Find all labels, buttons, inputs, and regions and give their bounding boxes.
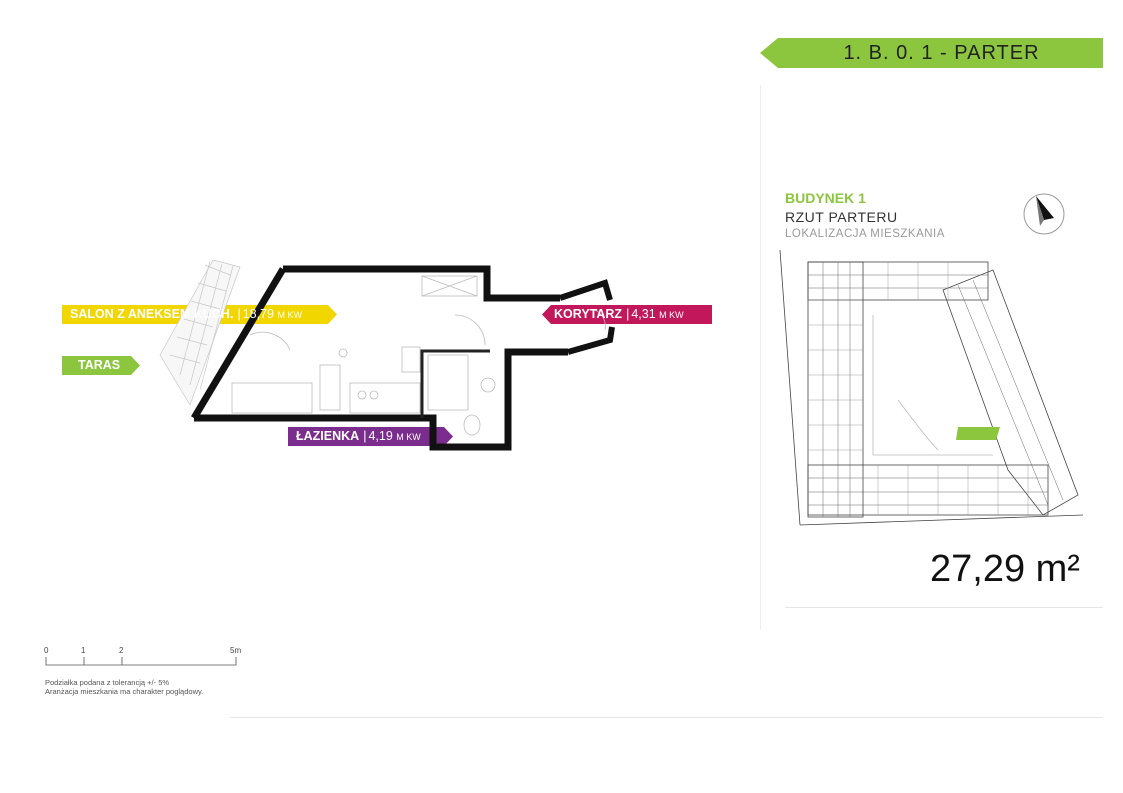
building-caption: LOKALIZACJA MIESZKANIA: [785, 228, 945, 240]
scale-ruler: [45, 657, 237, 666]
room-name: ŁAZIENKA: [296, 429, 360, 443]
tolerance-line: Podziałka podana z tolerancją +/- 5%: [45, 678, 170, 687]
unit-id-title: 1. B. 0. 1 - PARTER: [843, 42, 1040, 64]
total-area: 27,29 m²: [930, 548, 1080, 590]
tolerance-note: Podziałka podana z tolerancją +/- 5% Ara…: [45, 678, 203, 696]
banner-arrow-shape: [760, 38, 1103, 68]
apartment-floor-plan: [159, 259, 615, 451]
area-underline: [785, 607, 1103, 608]
room-tag-korytarz: KORYTARZ|4,31 M KW: [542, 305, 712, 324]
furniture: [231, 275, 606, 436]
building-subtitle: RZUT PARTERU: [785, 209, 898, 225]
scale-bar: 0 1 2 5m: [40, 645, 242, 667]
arrangement-line: Aranżacja mieszkania ma charakter pogląd…: [45, 687, 204, 696]
scale-tick-label: 2: [119, 646, 124, 655]
footer-rule: [230, 717, 1103, 718]
apartment-location-highlight: [956, 427, 1000, 440]
room-tag-taras: TARAS: [62, 356, 140, 375]
room-unit: M KW: [277, 310, 302, 320]
scale-tick-label: 5m: [230, 646, 242, 655]
corridor-wall-bottom: [567, 326, 615, 355]
building-title: BUDYNEK 1: [785, 190, 866, 206]
scale-tick-label: 1: [81, 646, 86, 655]
north-arrow-icon: [1023, 193, 1065, 235]
room-name: TARAS: [78, 358, 121, 372]
exterior-wall-lower: [190, 267, 287, 420]
building-site-plan: [779, 250, 1084, 526]
exterior-wall-bottom: [194, 348, 568, 451]
scale-tick-label: 0: [44, 646, 49, 655]
room-unit: M KW: [396, 432, 421, 442]
unit-id-banner: 1. B. 0. 1 - PARTER: [760, 38, 1103, 68]
exterior-wall: [283, 265, 560, 302]
room-tag-salon: SALON Z ANEKSEM KUCH.|18,79 M KW: [62, 305, 337, 324]
room-area: 4,31: [631, 307, 656, 321]
room-name: SALON Z ANEKSEM KUCH.: [70, 307, 234, 321]
room-name: KORYTARZ: [554, 307, 623, 321]
room-tag-lazienka: ŁAZIENKA|4,19 M KW: [288, 427, 453, 446]
room-area: 4,19: [368, 429, 393, 443]
bathroom-wall: [420, 349, 490, 418]
panel-divider: [760, 85, 761, 630]
terrace-hatch: [159, 259, 241, 406]
corridor-wall-top: [559, 279, 613, 301]
room-unit: M KW: [659, 310, 684, 320]
room-area: 18,79: [242, 307, 274, 321]
